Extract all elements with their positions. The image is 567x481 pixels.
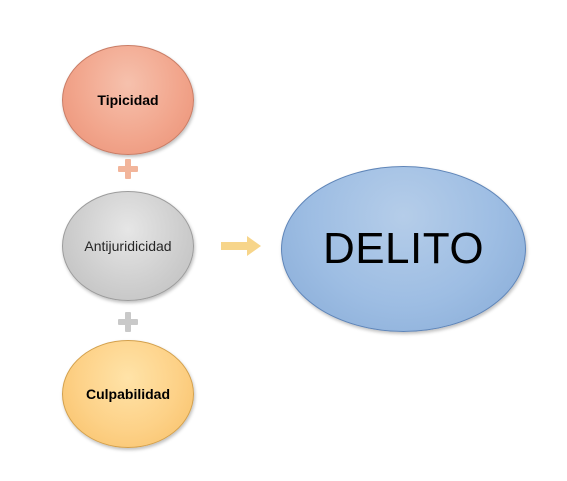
node-antijuridicidad: Antijuridicidad bbox=[62, 191, 194, 301]
arrow-connector bbox=[221, 236, 261, 256]
node-delito-label: DELITO bbox=[322, 224, 485, 273]
node-delito: DELITO bbox=[281, 166, 526, 332]
node-antijuridicidad-label: Antijuridicidad bbox=[84, 238, 172, 254]
plus-connector-bottom bbox=[118, 312, 138, 332]
node-tipicidad-label: Tipicidad bbox=[97, 92, 159, 108]
node-culpabilidad-label: Culpabilidad bbox=[86, 386, 170, 402]
node-culpabilidad: Culpabilidad bbox=[62, 340, 194, 448]
plus-connector-top bbox=[118, 159, 138, 179]
node-tipicidad: Tipicidad bbox=[62, 45, 194, 155]
